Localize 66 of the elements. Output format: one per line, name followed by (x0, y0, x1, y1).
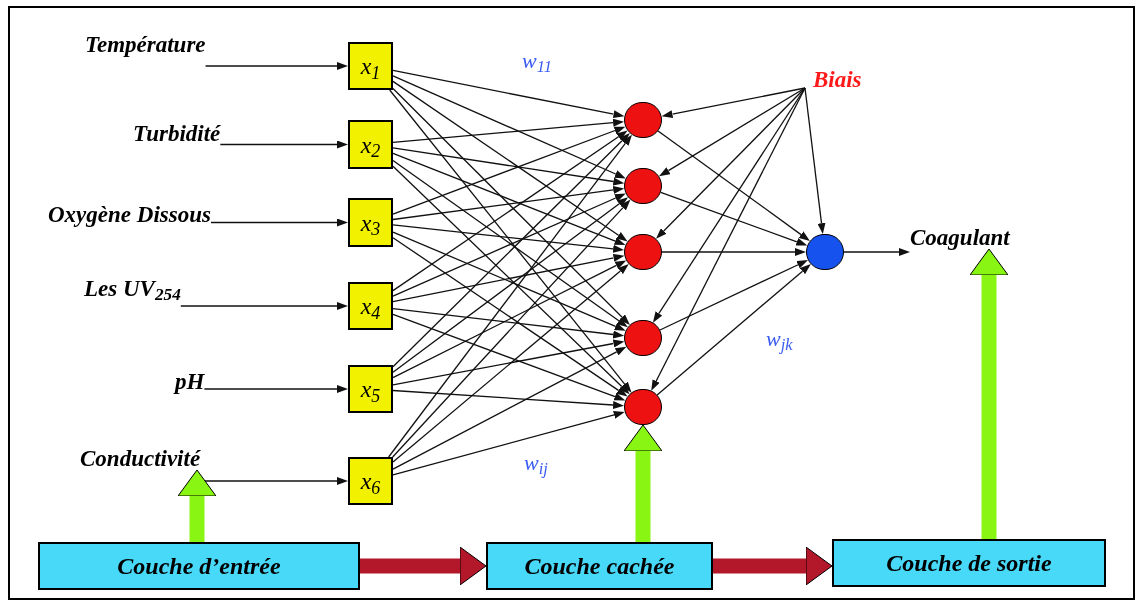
bias-label: Biais (805, 68, 862, 91)
input-label: Turbidité (133, 122, 221, 145)
input-neuron-box: x$_{2}$ (348, 120, 393, 169)
arrow (392, 339, 625, 386)
arrow (392, 308, 625, 339)
arrow (660, 191, 808, 246)
input-label: Les UV$_{254}$ (84, 277, 181, 300)
arrow (387, 134, 632, 458)
arrow (203, 385, 348, 393)
output-label: Coagulant (910, 226, 1010, 249)
input-label: pH (175, 370, 205, 393)
arrow (392, 224, 625, 253)
layer-box: Couche de sortie (832, 539, 1106, 587)
weight-label: w$_{11}$ (522, 50, 552, 72)
arrow (389, 89, 632, 393)
input-neuron-box: x$_{1}$ (348, 42, 393, 90)
arrow (392, 133, 630, 368)
arrow (392, 193, 626, 297)
arrow (804, 87, 826, 235)
arrow (392, 389, 625, 409)
input-neuron-box: x$_{4}$ (348, 282, 393, 330)
arrow (392, 130, 628, 292)
arrow (392, 80, 628, 242)
arrow (661, 87, 806, 119)
input-label: Oxygène Dissous (48, 203, 211, 226)
arrow (392, 165, 630, 395)
arrow (659, 87, 806, 177)
arrow (657, 130, 810, 242)
arrow (392, 231, 626, 331)
block-arrow (177, 469, 217, 542)
arrow (210, 218, 348, 227)
arrow (392, 147, 625, 186)
arrow (392, 186, 625, 221)
arrow (843, 248, 910, 256)
arrow (204, 62, 348, 70)
block-arrow (360, 546, 487, 586)
block-arrow (969, 248, 1009, 539)
arrow (392, 126, 626, 215)
arrow (392, 118, 625, 144)
input-neuron-box: x$_{5}$ (348, 365, 393, 413)
block-arrow (713, 546, 833, 586)
arrow (392, 152, 626, 246)
input-label: Température (85, 33, 206, 56)
layer-box: Couche d’entrée (38, 542, 360, 590)
arrow (392, 253, 625, 303)
arrow (392, 159, 628, 328)
arrow (392, 87, 630, 325)
arrow (651, 87, 806, 391)
arrow (392, 75, 626, 179)
arrow (392, 199, 631, 458)
input-neuron-box: x$_{6}$ (348, 457, 393, 505)
arrow (392, 263, 629, 463)
arrow (392, 313, 626, 401)
layer-box: Couche cachée (486, 542, 713, 590)
arrow (392, 197, 629, 373)
arrow (392, 69, 625, 119)
arrow (656, 87, 806, 239)
arrow (656, 264, 811, 396)
input-label: Conductivité (80, 447, 201, 470)
arrow (392, 411, 625, 476)
block-arrow (623, 424, 663, 542)
arrow (180, 302, 348, 310)
input-neuron-box: x$_{3}$ (348, 198, 393, 247)
arrow (219, 140, 348, 149)
arrow (661, 248, 806, 256)
arrow (392, 237, 628, 397)
